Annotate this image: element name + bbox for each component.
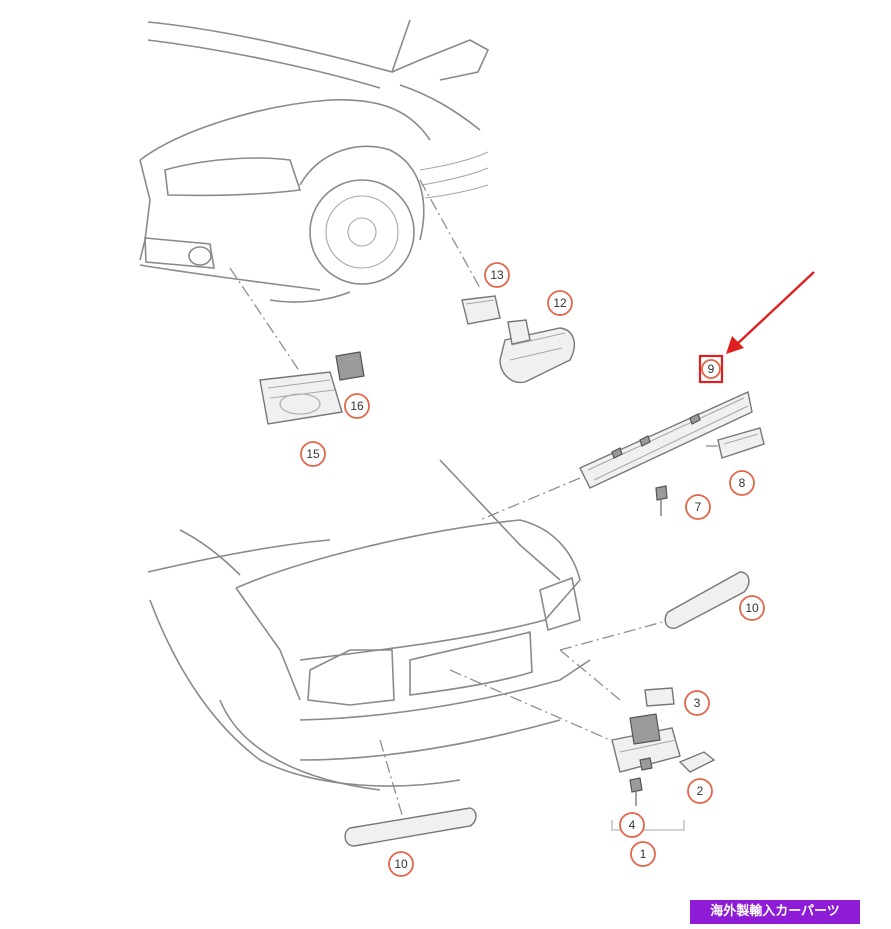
callout-16: 16 [344,393,370,419]
callout-label: 7 [695,500,702,514]
leader-line [559,619,671,651]
callout-label: 12 [553,296,567,310]
callout-label: 1 [640,847,647,861]
callout-10-right: 10 [739,595,765,621]
part-rear-reflector-right [664,571,750,629]
pointer-arrow-icon [726,271,815,354]
part-side-marker-bulb [461,295,501,325]
callout-2: 2 [687,778,713,804]
callout-3: 3 [684,690,710,716]
callout-label: 10 [394,857,408,871]
part-side-marker-lamp [499,319,576,384]
bracket-line [611,820,685,831]
part-rear-reflector-left [344,807,477,847]
part-third-brake-light [579,390,753,489]
callout-1: 1 [630,841,656,867]
rear-car-outline [147,459,591,791]
callout-label: 15 [306,447,320,461]
callout-label: 10 [745,601,759,615]
part-screw [655,485,668,516]
part-lamp-screw [629,777,643,806]
leader-line [379,739,406,826]
callout-9: 9 [701,359,721,379]
front-car-outline [139,19,490,303]
highlight-box [698,354,724,384]
callout-label: 9 [708,362,715,376]
callout-label: 16 [350,399,364,413]
callout-15: 15 [300,441,326,467]
callout-12: 12 [547,290,573,316]
part-license-plate-lamp [611,713,681,773]
callout-13: 13 [484,262,510,288]
callout-10-left: 10 [388,851,414,877]
leader-line [449,669,611,741]
leader-line [559,649,621,701]
callout-8: 8 [729,470,755,496]
callout-label: 3 [694,696,701,710]
part-bulb [644,687,675,707]
leader-line [229,267,301,373]
callout-label: 2 [697,784,704,798]
part-fog-lamp [259,351,365,425]
watermark-badge: 海外製輸入カーパーツ [690,900,860,924]
callout-label: 13 [490,268,504,282]
callout-label: 4 [629,818,636,832]
callout-7: 7 [685,494,711,520]
leader-line [419,179,481,289]
part-lamp-lens [678,751,716,773]
callout-label: 8 [739,476,746,490]
part-brake-light-cover [717,427,765,459]
callout-4: 4 [619,812,645,838]
leader-line [479,477,581,521]
